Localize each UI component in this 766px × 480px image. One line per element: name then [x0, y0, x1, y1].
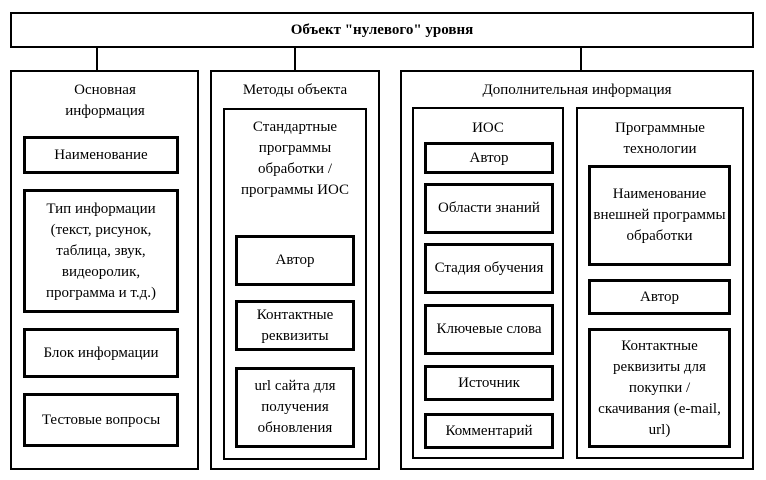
name-field-box: Наименование — [23, 136, 179, 174]
methods-contacts-label: Контактные реквизиты — [256, 306, 334, 344]
root-object-box: Объект "нулевого" уровня — [10, 12, 754, 48]
source-label: Источник — [458, 374, 520, 391]
connector-col3 — [580, 48, 582, 71]
name-field-label: Наименование — [54, 146, 148, 163]
keywords-label: Ключевые слова — [436, 321, 542, 337]
knowledge-areas-label: Области знаний — [438, 200, 540, 216]
software-tech-title: Программные технологии — [615, 120, 705, 157]
test-questions-label: Тестовые вопросы — [41, 411, 161, 428]
methods-author-label: Автор — [275, 252, 315, 268]
purchase-contacts-label: Контактные реквизиты для покупки / скачи… — [598, 337, 721, 438]
root-object-title: Объект "нулевого" уровня — [290, 21, 474, 38]
ios-author-label: Автор — [469, 149, 509, 166]
info-block-box: Блок информации — [23, 328, 179, 378]
standard-programs-title: Стандартные программы обработки / програ… — [240, 119, 349, 198]
info-block-label: Блок информации — [43, 344, 159, 361]
knowledge-areas-box: Области знаний — [424, 183, 554, 234]
update-url-label: url сайта для получения обновления — [254, 378, 336, 436]
ios-title: ИОС — [472, 120, 504, 136]
info-type-label: Тип информации (текст, рисунок, таблица,… — [46, 200, 156, 301]
connector-col1 — [96, 48, 98, 71]
tech-author-label: Автор — [640, 288, 679, 305]
learning-stage-label: Стадия обучения — [434, 260, 544, 276]
additional-info-title: Дополнительная информация — [482, 82, 672, 98]
purchase-contacts-box: Контактные реквизиты для покупки / скачи… — [588, 328, 731, 448]
info-type-box: Тип информации (текст, рисунок, таблица,… — [23, 189, 179, 313]
external-program-label: Наименование внешней программы обработки — [593, 186, 726, 244]
keywords-box: Ключевые слова — [424, 304, 554, 355]
comment-box: Комментарий — [424, 413, 554, 449]
object-methods-title: Методы объекта — [242, 82, 348, 98]
comment-label: Комментарий — [445, 422, 533, 439]
test-questions-box: Тестовые вопросы — [23, 393, 179, 447]
basic-info-title: Основная информация — [65, 82, 145, 119]
tech-author-box: Автор — [588, 279, 731, 315]
update-url-box: url сайта для получения обновления — [235, 367, 355, 448]
learning-stage-box: Стадия обучения — [424, 243, 554, 294]
methods-author-box: Автор — [235, 235, 355, 286]
external-program-box: Наименование внешней программы обработки — [588, 165, 731, 266]
connector-col2 — [294, 48, 296, 71]
methods-contacts-box: Контактные реквизиты — [235, 300, 355, 351]
source-box: Источник — [424, 365, 554, 401]
ios-author-box: Автор — [424, 142, 554, 174]
